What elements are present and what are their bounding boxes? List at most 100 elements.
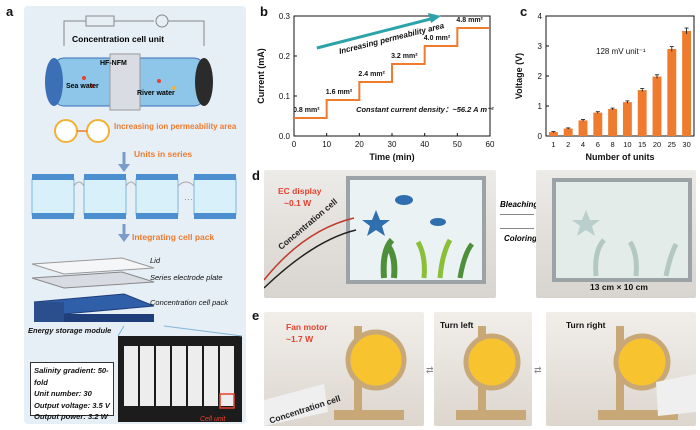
fish-icon bbox=[395, 195, 413, 205]
y-tick-label: 0.1 bbox=[279, 92, 291, 101]
panel-d-letter: d bbox=[252, 168, 260, 183]
panel-e-letter: e bbox=[252, 308, 260, 323]
step-label: 2.4 mm² bbox=[358, 71, 385, 78]
spec-salinity: Salinity gradient: 50-fold bbox=[34, 366, 109, 387]
arrowhead-icon bbox=[427, 13, 441, 23]
y-tick-label: 4 bbox=[538, 12, 543, 21]
spec-output-power: Output power: 3.2 W bbox=[34, 412, 108, 421]
y-axis-label: Voltage (V) bbox=[514, 53, 524, 99]
panel-a-illustration: ··· bbox=[31, 14, 243, 422]
display-size-label: 13 cm × 10 cm bbox=[590, 282, 648, 292]
panel-b-letter: b bbox=[260, 4, 268, 19]
slope-annotation: 128 mV unit⁻¹ bbox=[596, 47, 646, 56]
sea-water-label: Sea water bbox=[66, 83, 99, 90]
y-tick-label: 3 bbox=[538, 42, 543, 51]
x-tick-label: 15 bbox=[638, 140, 646, 149]
spec-output-voltage: Output voltage: 3.5 V bbox=[34, 400, 110, 410]
x-tick-label: 2 bbox=[566, 140, 570, 149]
x-tick-label: 25 bbox=[668, 140, 676, 149]
y-tick-label: 0.3 bbox=[279, 12, 291, 21]
ec-display-label: EC display bbox=[278, 186, 322, 196]
x-tick-label: 20 bbox=[653, 140, 661, 149]
voltage-bar bbox=[652, 76, 662, 136]
y-tick-label: 0 bbox=[538, 132, 543, 141]
panel-a-letter: a bbox=[6, 4, 14, 19]
x-axis-label: Time (min) bbox=[369, 152, 414, 162]
cell-unit-highlight bbox=[219, 393, 235, 409]
x-tick-label: 30 bbox=[388, 140, 397, 149]
svg-text:···: ··· bbox=[184, 194, 193, 204]
y-tick-label: 0.0 bbox=[279, 132, 291, 141]
x-tick-label: 8 bbox=[611, 140, 615, 149]
x-tick-label: 50 bbox=[453, 140, 462, 149]
double-arrow-icon: ⇄ bbox=[426, 365, 434, 375]
fan-photo-3: Turn right bbox=[546, 312, 696, 426]
double-arrow-icon-2: ⇄ bbox=[534, 365, 542, 375]
fan-photo-2: Turn left bbox=[434, 312, 532, 426]
y-tick-label: 2 bbox=[538, 72, 543, 81]
current-density-annotation: Constant current density：~56.2 A m⁻² bbox=[356, 105, 494, 114]
x-axis-label: Number of units bbox=[586, 152, 655, 162]
x-tick-label: 40 bbox=[420, 140, 429, 149]
voltage-bar bbox=[637, 90, 647, 136]
voltage-bar bbox=[622, 102, 632, 136]
x-tick-label: 0 bbox=[292, 140, 297, 149]
y-tick-label: 0.2 bbox=[279, 52, 291, 61]
fan-icon bbox=[345, 329, 407, 391]
voltage-bar bbox=[563, 128, 573, 136]
cell-unit-label: Cell unit bbox=[200, 416, 226, 423]
current-step-line bbox=[294, 27, 490, 119]
step-label: 0.8 mm² bbox=[293, 107, 320, 114]
x-tick-label: 60 bbox=[486, 140, 495, 149]
specs-box: Salinity gradient: 50-fold Unit number: … bbox=[30, 362, 114, 421]
fan-photo-1: Fan motor ~1.7 W Concentration cell bbox=[264, 312, 424, 426]
seaweed-icon bbox=[380, 237, 398, 279]
lid-label: Lid bbox=[150, 256, 161, 265]
resistor-icon bbox=[85, 15, 115, 27]
spec-unit-number: Unit number: 30 bbox=[34, 389, 92, 398]
arrow-left-icon bbox=[500, 228, 534, 229]
step-label: 4.8 mm² bbox=[456, 17, 483, 24]
coloring-label: Coloring bbox=[504, 234, 537, 243]
unit-title: Concentration cell unit bbox=[72, 34, 165, 44]
river-water-label: River water bbox=[137, 90, 175, 97]
integrating-text: Integrating cell pack bbox=[132, 232, 215, 242]
x-tick-label: 10 bbox=[623, 140, 631, 149]
voltage-bar bbox=[682, 31, 692, 136]
ec-display-photo-bleached: 13 cm × 10 cm bbox=[536, 170, 696, 298]
voltage-bar bbox=[548, 132, 558, 136]
voltage-bar bbox=[578, 120, 588, 136]
step-label: 3.2 mm² bbox=[391, 53, 418, 60]
y-axis-label: Current (mA) bbox=[256, 48, 266, 104]
x-tick-label: 1 bbox=[551, 140, 555, 149]
turn-right-label: Turn right bbox=[566, 320, 606, 330]
starfish-icon bbox=[362, 210, 390, 236]
series-cells: ··· bbox=[31, 174, 237, 219]
x-tick-label: 30 bbox=[682, 140, 690, 149]
voltage-bar bbox=[593, 112, 603, 136]
x-tick-label: 6 bbox=[596, 140, 600, 149]
step-label: 4.0 mm² bbox=[424, 35, 451, 42]
panel-c-letter: c bbox=[520, 4, 528, 19]
series-plate-label: Series electrode plate bbox=[150, 273, 223, 282]
permeability-text: Increasing ion permeability area bbox=[114, 122, 237, 131]
step-label: 1.6 mm² bbox=[326, 89, 353, 96]
voltage-bar bbox=[667, 49, 677, 136]
arrow-right-icon bbox=[500, 214, 534, 215]
x-tick-label: 4 bbox=[581, 140, 585, 149]
y-tick-label: 1 bbox=[538, 102, 543, 111]
cell-pack-label: Concentration cell pack bbox=[150, 298, 228, 307]
x-tick-label: 10 bbox=[322, 140, 331, 149]
ec-power-label: ~0.1 W bbox=[284, 198, 312, 208]
membrane-label: HF-NFM bbox=[100, 60, 127, 67]
series-text: Units in series bbox=[134, 149, 193, 159]
x-tick-label: 20 bbox=[355, 140, 364, 149]
fan-power-label: ~1.7 W bbox=[286, 334, 314, 344]
permeability-arrow-icon bbox=[316, 16, 435, 50]
storage-module-label: Energy storage module bbox=[28, 326, 112, 335]
meter-icon bbox=[155, 14, 169, 28]
voltage-bar bbox=[608, 109, 618, 136]
fan-motor-label: Fan motor bbox=[286, 322, 328, 332]
